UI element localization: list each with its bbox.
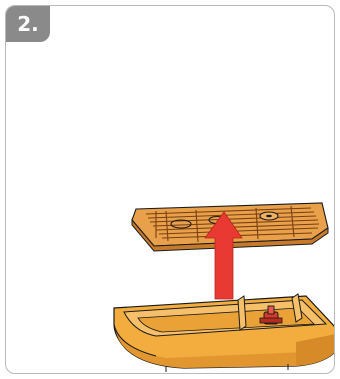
drip-tray-base [114,294,335,372]
drip-tray-illustration [6,6,335,374]
instruction-step-panel: 2. [5,5,335,374]
